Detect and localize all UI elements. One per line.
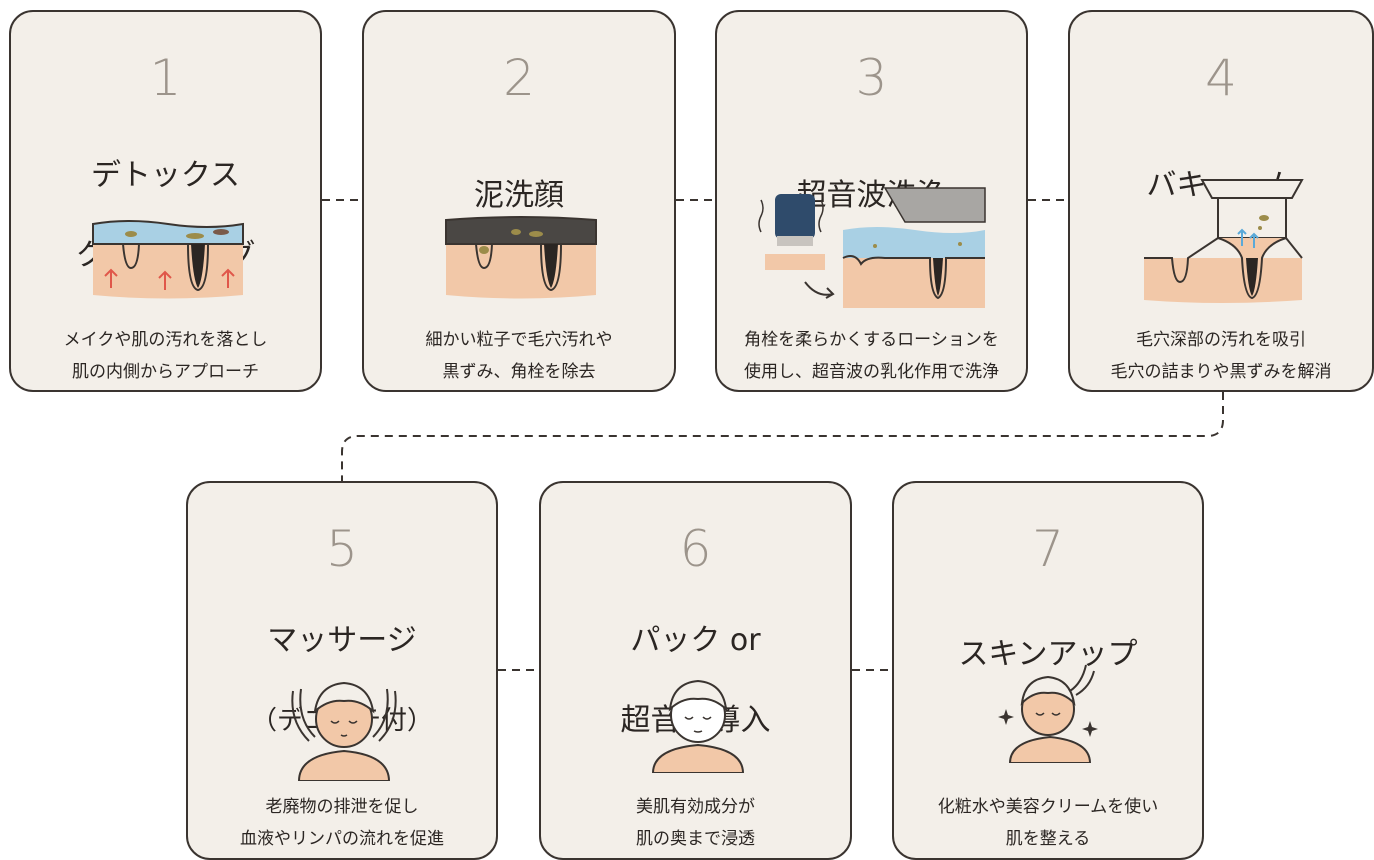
step-description: 化粧水や美容クリームを使い 肌を整える [937,797,1159,849]
step-description: 毛穴深部の汚れを吸引 毛穴の詰まりや黒ずみを解消 [1110,330,1332,382]
skin-mud-wash-icon [445,216,597,299]
step-number: 4 [1205,49,1237,107]
step-description: 美肌有効成分が 肌の奥まで浸透 [636,797,755,849]
step-number: 1 [149,49,182,107]
step-card-2: 2 泥洗顔 細かい粒子で毛穴汚れや 黒ずみ、角栓を除去 [362,10,676,392]
step-card-1: 1 デトックス クレンジング メイクや肌の汚れを落とし 肌の内側からアプローチ [9,10,322,392]
step-number: 7 [1032,520,1064,578]
step-card-4: 4 バキューム 毛穴深部の汚れを吸引 毛穴の詰まりや黒ずみを解消 [1068,10,1374,392]
step-description: メイクや肌の汚れを落とし 肌の内側からアプローチ [63,330,268,382]
face-massage-icon [291,681,397,781]
skin-up-face-icon [998,664,1098,763]
step-description: 細かい粒子で毛穴汚れや 黒ずみ、角栓を除去 [425,330,613,382]
face-pack-icon [651,679,745,773]
step-number: 2 [503,49,535,107]
step-number: 5 [326,520,358,578]
step-card-7: 7 スキンアップ 化粧水や美容クリームを使い 肌を整える [892,481,1204,860]
step-number: 6 [679,520,712,578]
step-card-6: 6 パック or 超音波導入 美肌有効成分が 肌の奥まで浸透 [539,481,852,860]
step-card-5: 5 マッサージ （デコルテ付） 老廃物の排泄を促し 血液やリンパの流れを促進 [186,481,498,860]
ultrasonic-cleaning-icon [758,187,986,308]
vacuum-pore-icon [1144,179,1304,303]
step-title: スキンアップ [958,637,1138,672]
step-number: 3 [855,49,888,107]
skin-cleansing-icon [92,220,244,299]
step-title: 泥洗顔 [474,178,564,213]
step-description: 角栓を柔らかくするローションを 使用し、超音波の乳化作用で洗浄 [744,330,999,382]
step-card-3: 3 超音波洗浄 角栓を柔らかくするローションを 使用し、超音波の乳化作用で洗浄 [715,10,1028,392]
connector-4-5 [341,392,1224,482]
step-description: 老廃物の排泄を促し 血液やリンパの流れを促進 [240,797,444,849]
